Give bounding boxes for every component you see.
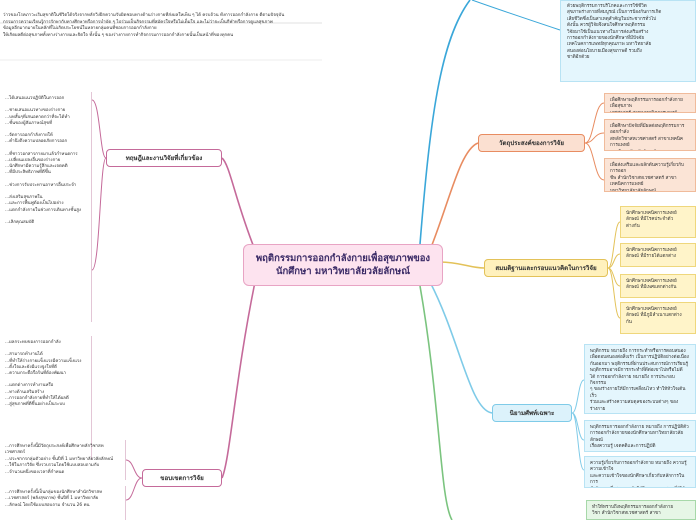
link-hypotheses bbox=[439, 261, 485, 269]
definition-item-2[interactable]: พฤติกรรมการออกกำลังกาย หมายถึง การปฏิบัต… bbox=[584, 420, 696, 452]
link-rat-items bbox=[471, 0, 561, 31]
link-scope-items bbox=[125, 459, 143, 501]
scope-item-2[interactable]: ...การศึกษาครั้งนี้เป็นกลุ่มของนักศึกษาส… bbox=[0, 486, 126, 520]
objective-item-3[interactable]: เพื่อส่งเสริมและผลักดันความรู้เกี่ยวกับก… bbox=[604, 158, 696, 192]
link-def-items bbox=[571, 379, 585, 471]
rationale-text-right[interactable]: ด้วยพฤติกรรมการบริโภคและการใช้ชีวิต สุขภ… bbox=[560, 0, 696, 82]
link-obj-items bbox=[584, 102, 605, 181]
link-definitions bbox=[429, 281, 493, 414]
literature-item-1[interactable]: ...ได้เสนอแนวปฏิบัติในการออก ...ชายเสนอแ… bbox=[0, 92, 92, 322]
central-topic[interactable]: พฤติกรรมการออกกำลังกายเพื่อสุขภาพของ นัก… bbox=[243, 244, 443, 286]
objective-item-2[interactable]: เพื่อศึกษาปัจจัยที่มีผลต่อพฤติกรรมการออก… bbox=[604, 119, 696, 151]
definition-item-1[interactable]: พฤติกรรม หมายถึง การกระทำหรือการตอบสนอง … bbox=[584, 344, 696, 414]
definitions-topic[interactable]: นิยามศัพท์เฉพาะ bbox=[492, 404, 572, 422]
link-lit-items bbox=[91, 99, 107, 271]
hypothesis-item-1[interactable]: นักศึกษาเทคนิคการแพทย์ ลักษณ์ ที่มีโรคปร… bbox=[620, 206, 696, 238]
link-scope bbox=[221, 281, 256, 479]
link-hyp-items bbox=[607, 221, 621, 319]
scope-topic[interactable]: ขอบเขตการวิจัย bbox=[142, 469, 222, 487]
definition-item-3[interactable]: ความรู้เกี่ยวกับการออกกำลังกาย หมายถึง ค… bbox=[584, 456, 696, 488]
hypothesis-item-3[interactable]: นักศึกษาเทคนิคการแพทย์ ลักษณ์ ที่มีเพศแต… bbox=[620, 274, 696, 298]
benefit-item-1[interactable]: ทำให้ทราบถึงพฤติกรรมการออกกำลังกาย วิชา … bbox=[586, 500, 696, 520]
hypothesis-item-2[interactable]: นักศึกษาเทคนิคการแพทย์ ลักษณ์ ที่มีรายได… bbox=[620, 243, 696, 267]
scope-item-1[interactable]: ...การศึกษาครั้งนี้มีวัตถุประสงค์เพื่อศึ… bbox=[0, 440, 126, 480]
hypotheses-topic[interactable]: สมมติฐานและกรอบแนวคิดในการวิจัย bbox=[484, 259, 608, 277]
objective-item-1[interactable]: เพื่อศึกษาพฤติกรรมการออกกำลังกายเพื่อสุข… bbox=[604, 93, 696, 113]
link-benefits bbox=[419, 285, 453, 520]
objectives-topic[interactable]: วัตถุประสงค์ของการวิจัย bbox=[478, 134, 585, 152]
link-objectives bbox=[429, 142, 479, 251]
link-literature bbox=[221, 157, 256, 251]
literature-item-2[interactable]: ...ผลกระทบของการออกกำลัง ...สามารถทำงานไ… bbox=[0, 336, 92, 460]
hypothesis-item-4[interactable]: นักศึกษาเทคนิคการแพทย์ ลักษณ์ ที่มีภูมิล… bbox=[620, 302, 696, 334]
link-rationale bbox=[419, 0, 471, 245]
rationale-text-left[interactable]: ว่าวของโรคภาวะเริ่มสุขาติในชีวิตได้จริงจ… bbox=[3, 13, 285, 38]
literature-topic[interactable]: ทฤษฎีและงานวิจัยที่เกี่ยวข้อง bbox=[106, 149, 222, 167]
